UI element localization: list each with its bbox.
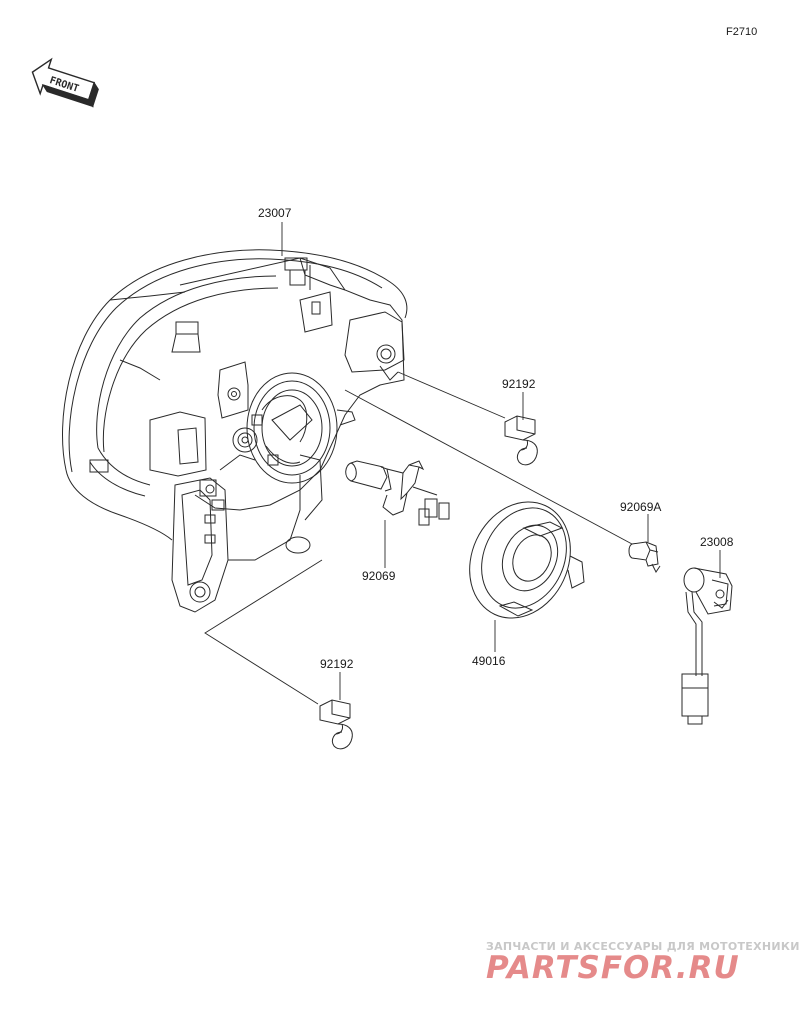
part-label-92192-upper: 92192: [502, 377, 536, 391]
watermark-brand: PARTSFOR.RU: [486, 950, 740, 986]
headlight-housing[interactable]: [62, 249, 408, 613]
part-label-23007: 23007: [258, 206, 292, 220]
part-label-92069a: 92069A: [620, 500, 661, 514]
bulb-h4[interactable]: [345, 460, 450, 526]
part-label-92069: 92069: [362, 569, 396, 583]
watermark-tagline: ЗАПЧАСТИ И АКСЕССУАРЫ ДЛЯ МОТОТЕХНИКИ: [486, 940, 800, 953]
part-label-23008: 23008: [700, 535, 734, 549]
figure-code: F2710: [726, 26, 758, 38]
rubber-cap[interactable]: [451, 485, 589, 634]
part-label-92192-lower: 92192: [320, 657, 354, 671]
clip-lower[interactable]: [319, 699, 353, 750]
socket-assembly[interactable]: [681, 567, 733, 725]
position-bulb[interactable]: [628, 541, 661, 573]
front-arrow-icon: FRONT: [31, 57, 99, 108]
part-label-49016: 49016: [472, 654, 506, 668]
clip-upper[interactable]: [504, 415, 538, 466]
